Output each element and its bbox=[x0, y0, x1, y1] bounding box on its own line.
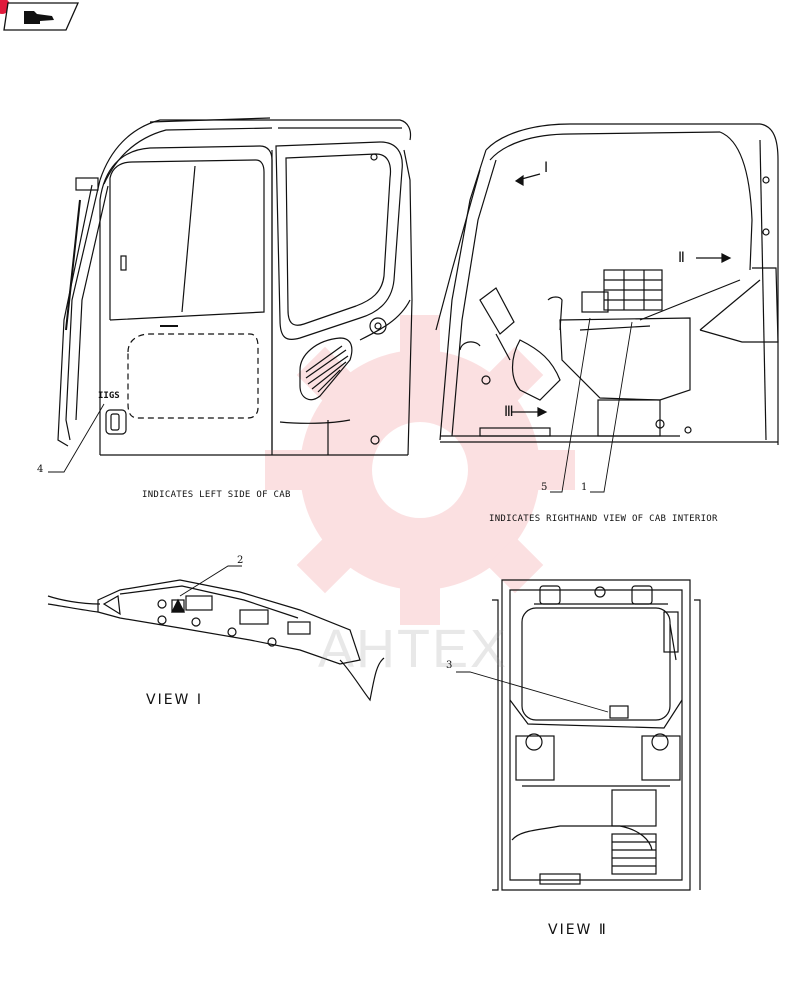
cab-interior-drawing bbox=[435, 123, 779, 445]
watermark-text: AHTEX bbox=[318, 619, 509, 679]
cab-left-side-drawing bbox=[57, 117, 413, 456]
vent-grille bbox=[299, 337, 353, 401]
callout-3: 3 bbox=[446, 660, 453, 671]
arrow-label-3: Ⅲ bbox=[504, 404, 516, 420]
watermark-gear-logo bbox=[265, 315, 575, 625]
arrow-label-2: Ⅱ bbox=[678, 250, 687, 266]
callout-1: 1 bbox=[581, 482, 588, 493]
direction-arrows bbox=[512, 173, 732, 417]
callout-5-leader bbox=[550, 317, 591, 493]
callout-2-leader bbox=[179, 565, 242, 597]
view-2-drawing bbox=[492, 579, 701, 891]
door-decal: IIGS bbox=[98, 391, 120, 401]
view-1-label: VIEW Ⅰ bbox=[146, 692, 203, 708]
callout-3-leader bbox=[456, 671, 609, 713]
pointing-hand-icon bbox=[24, 11, 54, 24]
caption-left-side: INDICATES LEFT SIDE OF CAB bbox=[142, 490, 291, 500]
relay-panel bbox=[581, 269, 663, 313]
view-2-label: VIEW Ⅱ bbox=[548, 922, 608, 938]
callout-5: 5 bbox=[541, 482, 548, 493]
callout-2: 2 bbox=[237, 555, 244, 566]
callout-4-leader bbox=[48, 403, 105, 473]
caption-righthand-interior: INDICATES RIGHTHAND VIEW OF CAB INTERIOR bbox=[489, 514, 718, 524]
callout-4: 4 bbox=[37, 464, 44, 475]
arrow-label-1: Ⅰ bbox=[544, 160, 551, 176]
nav-badge[interactable] bbox=[0, 0, 80, 31]
callout-1-leader bbox=[590, 321, 633, 493]
view-1-drawing bbox=[47, 579, 385, 702]
